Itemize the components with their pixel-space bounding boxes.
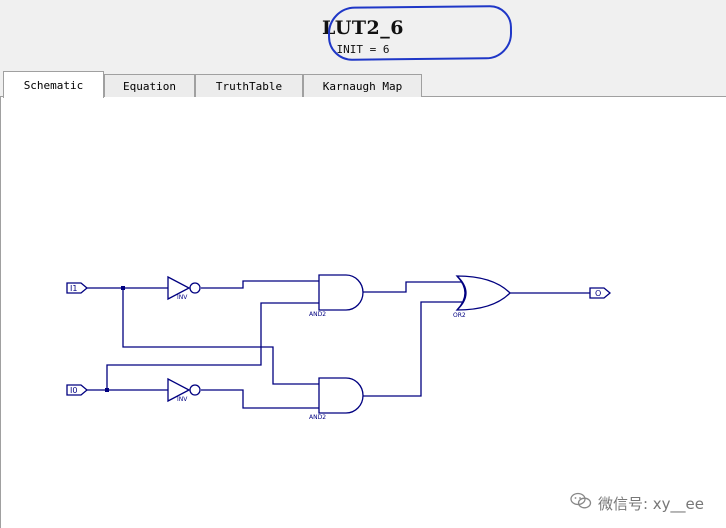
tab-karnaugh-map[interactable]: Karnaugh Map	[303, 74, 422, 97]
output-port-o[interactable]: O	[589, 287, 612, 299]
inverter-top-label: INV	[177, 294, 188, 301]
inverter-bottom[interactable]: INV	[167, 377, 201, 403]
tab-schematic[interactable]: Schematic	[3, 71, 104, 98]
inverter-bottom-label: INV	[177, 396, 188, 403]
header-bar: LUT2_6 INIT = 6	[0, 0, 726, 70]
input-port-i0[interactable]: I0	[66, 384, 89, 396]
and-gate-top-label: AND2	[309, 311, 326, 318]
tab-equation[interactable]: Equation	[104, 74, 195, 97]
schematic-diagram: I1 I0 O	[66, 274, 612, 421]
init-value-label: INIT = 6	[336, 43, 390, 56]
input-port-i1-label: I1	[70, 284, 77, 293]
input-port-i0-label: I0	[70, 386, 77, 395]
or-gate-label: OR2	[453, 312, 466, 319]
and-gate-bottom[interactable]: AND2	[309, 377, 364, 421]
watermark-text: 微信号: xy__ee	[597, 494, 704, 513]
schematic-canvas[interactable]: I1 I0 O	[0, 97, 726, 528]
tab-bar: Schematic Equation TruthTable Karnaugh M…	[0, 70, 726, 98]
and-gate-top[interactable]: AND2	[309, 274, 364, 318]
wechat-icon	[570, 492, 592, 514]
input-port-i1[interactable]: I1	[66, 282, 89, 294]
and-gate-bottom-label: AND2	[309, 414, 326, 421]
or-gate[interactable]: OR2	[453, 275, 511, 319]
tab-truthtable[interactable]: TruthTable	[195, 74, 303, 97]
output-port-o-label: O	[595, 289, 601, 298]
component-title: LUT2_6	[322, 17, 404, 39]
wires	[87, 280, 590, 409]
inverter-top[interactable]: INV	[167, 275, 201, 301]
watermark: 微信号: xy__ee	[570, 492, 704, 514]
